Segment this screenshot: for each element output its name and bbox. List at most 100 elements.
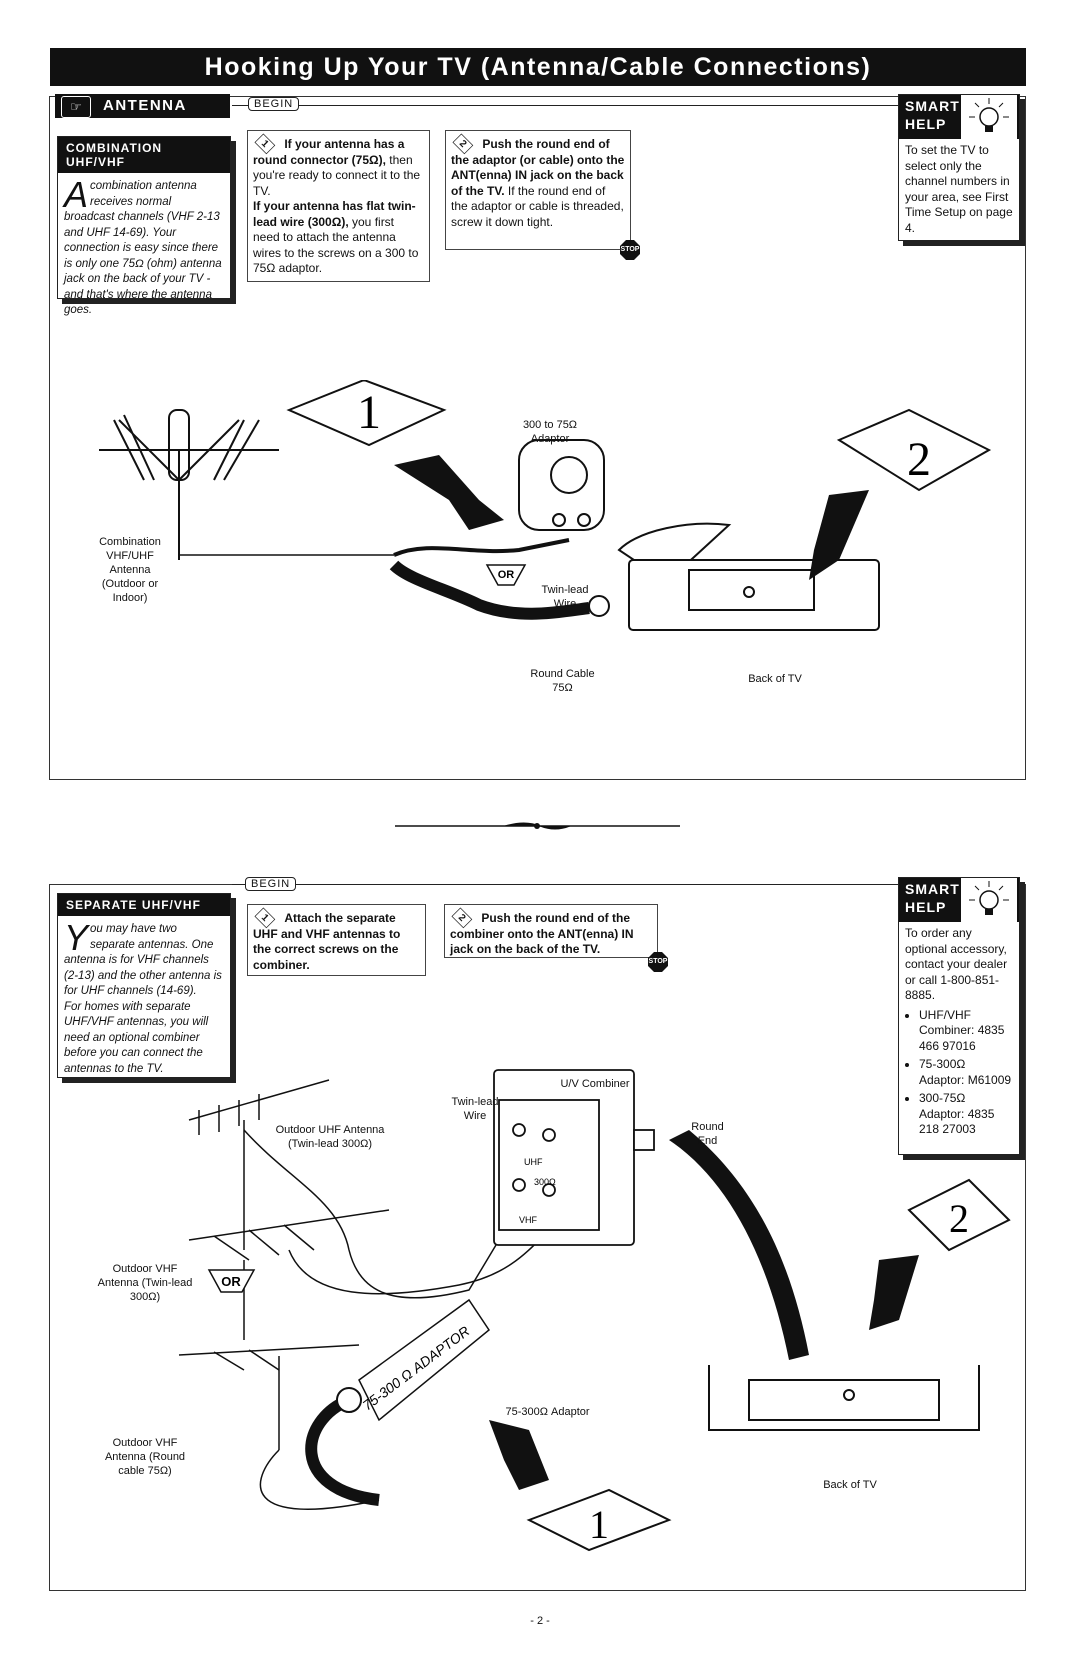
step1-number-bottom: 1	[254, 907, 276, 929]
callout-1-bottom-number: 1	[589, 1502, 609, 1547]
step2-text: 2 Push the round end of the adaptor (or …	[446, 131, 630, 234]
accessory-item: 75-300Ω Adaptor: M61009	[919, 1057, 1013, 1088]
stop-sign-icon-bottom: STOP	[648, 952, 668, 972]
section-label: Antenna	[103, 97, 187, 114]
sidebox-body-bottom-1: ou may have two separate antennas. One a…	[64, 923, 222, 997]
step2-body: If the round end of the adaptor or cable…	[451, 183, 624, 229]
separate-uhf-vhf-box: Separate UHF/VHF Y ou may have two separ…	[57, 893, 231, 1078]
or-text: OR	[498, 569, 515, 581]
smart-help-title-line1: Smart	[905, 98, 960, 114]
pointing-hand-1-bottom	[489, 1420, 549, 1490]
smart-help-intro: To order any optional accessory, contact…	[905, 926, 1008, 1002]
adaptor-illustration	[518, 439, 605, 531]
round-cable	[389, 560, 590, 620]
uhf-text: UHF	[524, 1157, 543, 1167]
sidebox-body: combination antenna receives normal broa…	[64, 180, 222, 316]
sidebox-text-bottom: Y ou may have two separate antennas. One…	[58, 916, 230, 1083]
uhf-antenna-label: Outdoor UHF Antenna (Twin-lead 300Ω)	[275, 1124, 385, 1150]
dropcap-bottom: Y	[64, 917, 89, 958]
callout-1-bottom: 1	[526, 1488, 672, 1552]
antenna-connection-diagram: 1 OR 2	[99, 380, 992, 631]
stop-sign-icon: STOP	[620, 240, 640, 260]
step2-bold: Push the round end of the adaptor (or ca…	[451, 137, 625, 198]
step1-box: 1 If your antenna has a round connector …	[247, 130, 430, 282]
callout-1-number: 1	[357, 386, 381, 439]
uv-combiner-illustration	[493, 1069, 655, 1246]
tv-back-bottom-illustration	[708, 1365, 980, 1431]
page-number: - 2 -	[530, 1615, 550, 1627]
vhf-antenna-2-label: Outdoor VHF Antenna (Round cable 75Ω)	[104, 1437, 186, 1477]
step1-text-bottom: 1 Attach the separate UHF and VHF antenn…	[248, 905, 425, 977]
combiner-label: U/V Combiner	[560, 1078, 630, 1090]
callout-2-bottom: 2	[907, 1178, 1011, 1252]
step1-text2: you first need to attach the antenna wir…	[253, 214, 419, 276]
insert-arrow	[669, 1130, 809, 1360]
back-of-tv-label: Back of TV	[748, 673, 802, 685]
smart-help-text-bottom: To order any optional accessory, contact…	[899, 922, 1019, 1147]
back-of-tv-label-bottom: Back of TV	[823, 1479, 877, 1491]
combination-uhf-vhf-box: Combination UHF/VHF A combination antenn…	[57, 136, 231, 316]
begin-line-bottom	[232, 884, 902, 885]
accessory-item: UHF/VHF Combiner: 4835 466 97016	[919, 1008, 1013, 1055]
smart-help-box: Smart Help To set the TV to select only …	[898, 94, 1020, 241]
sidebox-text: A combination antenna receives normal br…	[58, 173, 230, 325]
step2-bold-bottom: Push the round end of the combiner onto …	[450, 911, 634, 956]
smart-help-title-line2: Help	[905, 116, 947, 132]
begin-tag-bottom: BEGIN	[245, 877, 297, 891]
smart-help-title-bottom-line2: Help	[905, 899, 947, 915]
vhf-antenna-1-label: Outdoor VHF Antenna (Twin-lead 300Ω)	[97, 1263, 193, 1303]
adaptor-75-300-illustration: 75-300 Ω ADAPTOR	[358, 1298, 491, 1422]
callout-2-bottom-number: 2	[949, 1196, 969, 1241]
ornament-divider	[395, 822, 680, 830]
begin-tag: BEGIN	[248, 97, 300, 111]
or-text-bottom: OR	[221, 1274, 241, 1289]
twinlead-label: Twin-lead Wire	[541, 584, 589, 610]
page-title: Hooking Up Your TV (Antenna/Cable Connec…	[50, 48, 1026, 86]
twinlead-label-bottom: Twin-lead Wire	[451, 1096, 499, 1122]
sidebox-title-bottom: Separate UHF/VHF	[58, 894, 230, 916]
tv-back-illustration	[617, 522, 880, 631]
vhf-text: VHF	[519, 1215, 538, 1225]
hand-tool-icon: ☞	[61, 96, 91, 118]
smart-help-title-bottom-line1: Smart	[905, 881, 960, 897]
round-cable-bottom	[305, 1394, 380, 1506]
step1-number: 1	[254, 133, 276, 155]
step1-bold2: If your antenna has flat twin-lead wire …	[253, 199, 416, 229]
step1-bold-bottom: Attach the separate UHF and VHF antennas…	[253, 911, 401, 972]
step2-number: 2	[452, 133, 474, 155]
or-badge-bottom: OR	[207, 1269, 256, 1293]
lightbulb-icon	[961, 878, 1017, 922]
callout-2: 2	[836, 408, 992, 492]
pointing-hand-2-bottom	[869, 1255, 919, 1330]
smart-help-title-bottom: Smart Help	[899, 878, 1019, 922]
combination-antenna-illustration	[99, 409, 394, 560]
ohm-text: 300Ω	[534, 1177, 556, 1187]
callout-2-number: 2	[907, 433, 931, 486]
adaptor-label-bottom: 75-300Ω Adaptor	[505, 1406, 590, 1418]
or-badge: OR	[485, 564, 527, 586]
step2-number-bottom: 2	[451, 907, 473, 929]
round-cable-label: Round Cable 75Ω	[530, 668, 595, 694]
step1-bold1: If your antenna has a round connector (7…	[253, 137, 405, 167]
sidebox-title: Combination UHF/VHF	[58, 137, 230, 173]
vhf-antenna-2-illustration	[178, 1344, 380, 1510]
begin-line	[232, 105, 902, 106]
step1-text1: then you're ready to connect it to the T…	[253, 152, 421, 198]
step1-box-bottom: 1 Attach the separate UHF and VHF antenn…	[247, 904, 426, 976]
accessory-item: 300-75Ω Adaptor: 4835 218 27003	[919, 1091, 1013, 1138]
round-end-label: Round End	[691, 1121, 724, 1147]
step1-text: 1 If your antenna has a round connector …	[248, 131, 429, 281]
pointing-hand-2	[809, 490, 869, 580]
accessory-list: UHF/VHF Combiner: 4835 466 97016 75-300Ω…	[905, 1008, 1013, 1138]
antenna-label: Combination VHF/UHF Antenna (Outdoor or …	[99, 536, 161, 604]
smart-help-box-bottom: Smart Help To order any optional accesso…	[898, 877, 1020, 1155]
step2-box-bottom: 2 Push the round end of the combiner ont…	[444, 904, 658, 958]
twin-lead-wire	[393, 538, 570, 557]
adaptor-label: 300 to 75Ω Adaptor	[522, 419, 578, 445]
pointing-hand-1	[394, 455, 504, 530]
antenna-section-header: ☞ Antenna	[55, 94, 230, 118]
dropcap: A	[64, 174, 89, 215]
antenna-section-panel	[49, 96, 1026, 780]
smart-help-text: To set the TV to select only the channel…	[905, 143, 1013, 235]
callout-1: 1	[286, 380, 447, 447]
